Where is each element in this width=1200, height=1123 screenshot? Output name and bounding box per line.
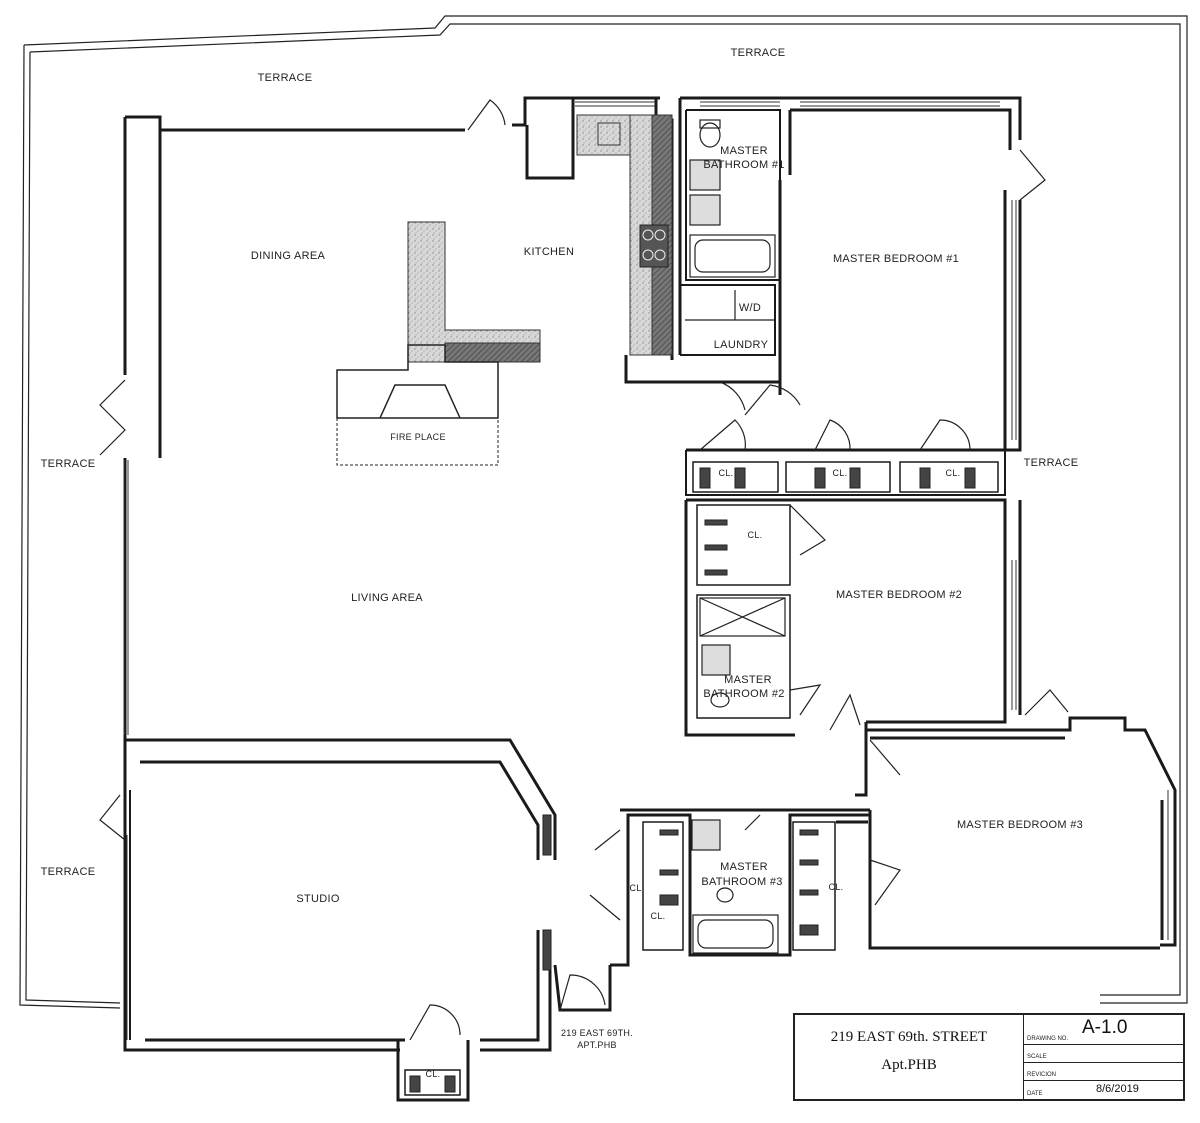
closet-label-5: CL. [629, 883, 645, 893]
drawing-number-label: DRAWING NO. [1027, 1036, 1069, 1042]
closet-label-8: CL. [425, 1069, 441, 1079]
closet-label-6: CL. [650, 911, 666, 921]
date-row: DATE 8/6/2019 [1024, 1081, 1183, 1099]
title-block-main: 219 EAST 69th. STREET Apt.PHB [795, 1015, 1024, 1099]
entry-address-line1: 219 EAST 69TH. [560, 1028, 634, 1038]
windows [123, 101, 1169, 1040]
scale-row: SCALE [1024, 1045, 1183, 1063]
fire-place-label: FIRE PLACE [390, 432, 446, 442]
closet-label-2: CL. [832, 468, 848, 478]
master-bathroom-1-label-line2: BATHROOM #1 [703, 159, 785, 171]
master-bathroom-3-label-line2: BATHROOM #3 [701, 876, 783, 888]
closet-label-1: CL. [718, 468, 734, 478]
doors [99, 99, 1069, 1041]
master-bathroom-1-label-line1: MASTER [720, 145, 768, 157]
wd-label: W/D [738, 302, 762, 314]
closet-fixtures [409, 467, 976, 1093]
terrace-label-bottom-left: TERRACE [40, 866, 96, 878]
drawing-number-row: DRAWING NO. A-1.0 [1024, 1015, 1183, 1045]
master-bedroom-1-label: MASTER BEDROOM #1 [832, 253, 960, 265]
dining-area-label: DINING AREA [250, 250, 326, 262]
fireplace [336, 344, 499, 466]
date-value: 8/6/2019 [1096, 1083, 1139, 1095]
terrace-label-right: TERRACE [1023, 457, 1079, 469]
revision-label: REVICION [1027, 1072, 1057, 1078]
terrace-label-left: TERRACE [40, 458, 96, 470]
master-bathroom-2-label-line2: BATHROOM #2 [703, 688, 785, 700]
master-bedroom-3-label: MASTER BEDROOM #3 [956, 819, 1084, 831]
kitchen-counters [407, 114, 673, 363]
entry-address-line2: APT.PHB [577, 1040, 617, 1050]
laundry-label: LAUNDRY [713, 339, 769, 351]
scale-label: SCALE [1027, 1054, 1047, 1060]
project-address: 219 EAST 69th. STREET [830, 1029, 988, 1045]
revision-row: REVICION [1024, 1063, 1183, 1081]
terrace-outline [19, 15, 1188, 1009]
closet-label-3: CL. [945, 468, 961, 478]
kitchen-label: KITCHEN [523, 246, 575, 258]
master-bathroom-2-label-line1: MASTER [724, 674, 772, 686]
terrace-label-top-left: TERRACE [257, 72, 313, 84]
project-apartment: Apt.PHB [881, 1057, 937, 1073]
terrace-label-top-right: TERRACE [730, 47, 786, 59]
living-area-label: LIVING AREA [351, 592, 423, 604]
bathroom-fixtures [685, 119, 786, 954]
title-block: 219 EAST 69th. STREET Apt.PHB DRAWING NO… [793, 1013, 1185, 1101]
studio-label: STUDIO [296, 893, 340, 905]
date-label: DATE [1027, 1091, 1043, 1097]
master-bedroom-2-label: MASTER BEDROOM #2 [835, 589, 963, 601]
closet-label-7: CL. [828, 882, 844, 892]
drawing-number-value: A-1.0 [1082, 1017, 1128, 1038]
master-bathroom-3-label-line1: MASTER [720, 861, 768, 873]
closet-label-4: CL. [747, 530, 763, 540]
